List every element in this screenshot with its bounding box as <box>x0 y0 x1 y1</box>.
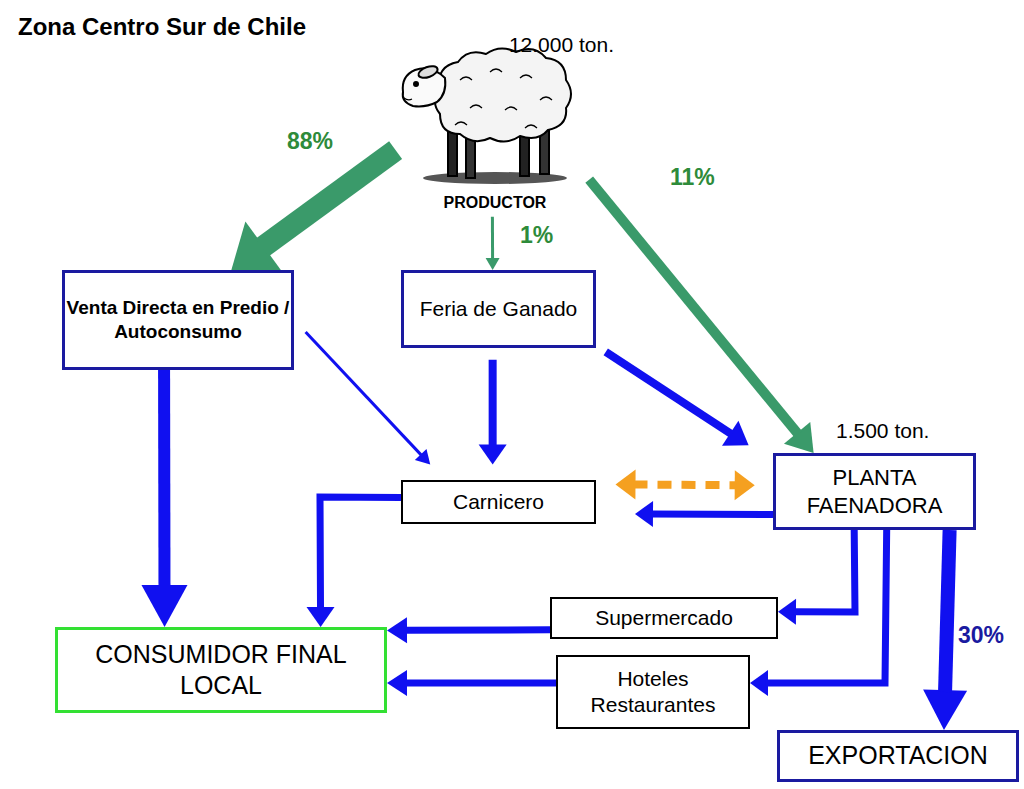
flow-line <box>794 530 855 612</box>
arrow-head <box>387 670 407 696</box>
plant-box: 1.500 ton.PLANTA FAENADORA <box>773 453 976 530</box>
flow-arrow <box>306 332 431 465</box>
flow-line <box>405 626 550 634</box>
flow-line <box>489 360 497 447</box>
arrow-head <box>479 445 507 465</box>
flow-arrow <box>616 470 755 501</box>
flow-line <box>158 370 170 587</box>
diagram-title: Zona Centro Sur de Chile <box>18 13 306 41</box>
intermediary-box: Hoteles Restaurantes <box>556 655 750 729</box>
flow-arrow <box>486 217 500 270</box>
node-label: CONSUMIDOR FINAL LOCAL <box>58 639 384 702</box>
node-label: Carnicero <box>453 489 544 515</box>
node-label: Venta Directa en Predio / Autoconsumo <box>65 296 291 344</box>
flow-arrow <box>307 497 401 627</box>
flow-arrow <box>387 617 550 643</box>
share-percent: 30% <box>958 622 1004 649</box>
producer-figure: 12.000 ton. PRODUCTOR <box>400 28 620 213</box>
flow-arrow <box>778 530 855 625</box>
node-label: Feria de Ganado <box>420 296 578 322</box>
flow-line <box>589 180 798 435</box>
flow-line <box>945 530 950 692</box>
arrow-head <box>750 670 768 696</box>
consumer-box: CONSUMIDOR FINAL LOCAL <box>55 627 387 713</box>
flow-line <box>262 150 396 247</box>
flow-line <box>320 497 401 609</box>
flow-line <box>633 481 736 490</box>
flow-line <box>491 217 494 260</box>
channel-box: Feria de Ganado <box>401 270 596 348</box>
flow-arrow <box>635 501 773 527</box>
flow-line <box>651 510 773 518</box>
flow-arrow <box>606 352 749 446</box>
arrow-head <box>141 585 187 627</box>
flow-line <box>405 679 556 686</box>
arrow-head <box>778 599 796 625</box>
flow-line <box>606 352 732 434</box>
arrow-head <box>616 470 636 500</box>
sheep-drawing <box>403 48 571 184</box>
arrow-head <box>307 607 335 627</box>
intermediary-box: Supermercado <box>550 597 778 639</box>
flow-line <box>766 530 887 683</box>
flow-arrow <box>141 370 187 627</box>
node-label: EXPORTACION <box>808 740 988 771</box>
node-label: PRODUCTOR <box>400 193 590 213</box>
share-percent: 11% <box>670 164 715 191</box>
export-box: EXPORTACION <box>777 730 1019 782</box>
flow-arrow <box>479 360 507 465</box>
arrow-head <box>635 501 653 527</box>
node-label: Hoteles Restaurantes <box>558 666 748 719</box>
node-label: Supermercado <box>595 605 733 631</box>
tonnage-heading: 1.500 ton. <box>836 418 929 444</box>
flow-line <box>306 332 422 456</box>
flow-arrow <box>387 670 556 696</box>
channel-box: Venta Directa en Predio / Autoconsumo <box>62 270 294 370</box>
arrow-head <box>923 689 967 730</box>
share-percent: 1% <box>520 222 553 249</box>
share-percent: 88% <box>287 128 333 155</box>
flow-arrow <box>231 150 395 271</box>
arrow-head <box>735 470 755 500</box>
flow-arrow <box>589 180 813 453</box>
tonnage-heading: 12.000 ton. <box>509 32 614 58</box>
intermediary-box: Carnicero <box>401 480 596 524</box>
node-label: PLANTA FAENADORA <box>776 464 973 519</box>
arrow-head <box>387 617 407 643</box>
